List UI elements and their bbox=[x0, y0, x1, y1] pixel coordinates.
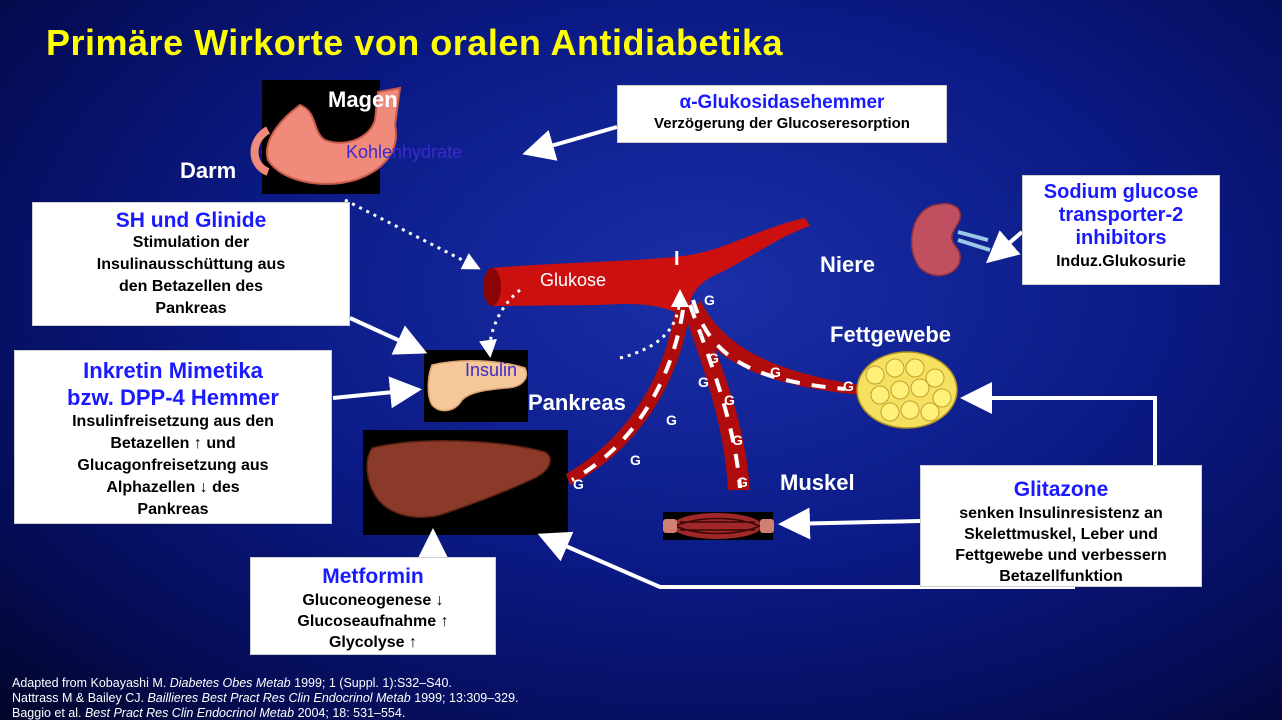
label-kohlenhydrate: Kohlenhydrate bbox=[346, 142, 462, 163]
label-g: G bbox=[708, 350, 719, 366]
label-glukose: Glukose bbox=[540, 270, 606, 291]
muscle-icon bbox=[663, 512, 774, 540]
reference-line-2: Nattrass M & Bailey CJ. Baillieres Best … bbox=[12, 691, 519, 705]
box-inkretin-line-3: Glucagonfreisetzung aus bbox=[15, 455, 331, 477]
arrow-glitazone-to-fat bbox=[968, 398, 1155, 465]
box-alpha-glucosidase: α-Glukosidasehemmer Verzögerung der Gluc… bbox=[617, 85, 947, 143]
label-g: G bbox=[573, 476, 584, 492]
box-sh-heading: SH und Glinide bbox=[33, 210, 349, 232]
box-inkretin: Inkretin Mimetika bzw. DPP-4 Hemmer Insu… bbox=[14, 350, 332, 524]
arrow-alpha-to-stomach bbox=[530, 127, 617, 152]
label-g: G bbox=[843, 378, 854, 394]
box-sglt2-heading-1: Sodium glucose bbox=[1023, 181, 1219, 204]
box-glitazone-heading: Glitazone bbox=[921, 476, 1201, 503]
box-glitazone-line-1: senken Insulinresistenz an bbox=[921, 503, 1201, 524]
box-inkretin-line-2: Betazellen ↑ und bbox=[15, 433, 331, 455]
arrow-sh-to-pancreas bbox=[350, 318, 420, 350]
label-i-marker: I bbox=[674, 248, 680, 271]
arrow-glitazone-to-muscle bbox=[786, 521, 920, 524]
box-sglt2-heading-3: inhibitors bbox=[1023, 227, 1219, 250]
label-g: G bbox=[724, 392, 735, 408]
reference-line-3: Baggio et al. Best Pract Res Clin Endocr… bbox=[12, 706, 405, 720]
box-sglt2-heading-2: transporter-2 bbox=[1023, 204, 1219, 227]
label-g: G bbox=[630, 452, 641, 468]
box-metformin-line-1: Gluconeogenese ↓ bbox=[251, 590, 495, 611]
arrow-sglt2-to-kidney bbox=[992, 232, 1022, 258]
box-inkretin-heading-1: Inkretin Mimetika bbox=[15, 357, 331, 384]
box-sglt2-text: Induz.Glukosurie bbox=[1023, 250, 1219, 273]
box-metformin: Metformin Gluconeogenese ↓ Glucoseaufnah… bbox=[250, 557, 496, 655]
box-glitazone: Glitazone senken Insulinresistenz an Ske… bbox=[920, 465, 1202, 587]
label-g: G bbox=[666, 412, 677, 428]
box-metformin-line-3: Glycolyse ↑ bbox=[251, 632, 495, 653]
box-sh-line-2: Insulinausschüttung aus bbox=[33, 254, 349, 276]
dotted-arrow-gut-to-vessel bbox=[345, 200, 478, 268]
label-darm: Darm bbox=[180, 158, 236, 184]
box-sh-line-3: den Betazellen des bbox=[33, 276, 349, 298]
box-glitazone-line-4: Betazellfunktion bbox=[921, 566, 1201, 587]
box-sglt2: Sodium glucose transporter-2 inhibitors … bbox=[1022, 175, 1220, 285]
label-fettgewebe: Fettgewebe bbox=[830, 322, 951, 348]
box-glitazone-line-2: Skelettmuskel, Leber und bbox=[921, 524, 1201, 545]
fat-tissue-icon bbox=[857, 352, 957, 428]
label-niere: Niere bbox=[820, 252, 875, 278]
label-g: G bbox=[704, 292, 715, 308]
blood-vessel-icon bbox=[483, 218, 860, 490]
label-g: G bbox=[770, 364, 781, 380]
box-inkretin-line-1: Insulinfreisetzung aus den bbox=[15, 411, 331, 433]
reference-line-1: Adapted from Kobayashi M. Diabetes Obes … bbox=[12, 676, 452, 690]
liver-icon bbox=[367, 441, 550, 518]
box-glitazone-line-3: Fettgewebe und verbessern bbox=[921, 545, 1201, 566]
box-sh-line-1: Stimulation der bbox=[33, 232, 349, 254]
box-alpha-heading: α-Glukosidasehemmer bbox=[618, 92, 946, 114]
label-muskel: Muskel bbox=[780, 470, 855, 496]
box-inkretin-line-4: Alphazellen ↓ des bbox=[15, 477, 331, 499]
label-insulin: Insulin bbox=[465, 360, 517, 381]
label-magen: Magen bbox=[328, 87, 398, 113]
arrow-inkretin-to-pancreas bbox=[333, 390, 414, 398]
box-inkretin-heading-2: bzw. DPP-4 Hemmer bbox=[15, 384, 331, 411]
label-g: G bbox=[698, 374, 709, 390]
label-g: G bbox=[737, 474, 748, 490]
box-inkretin-line-5: Pankreas bbox=[15, 499, 331, 521]
box-metformin-heading: Metformin bbox=[251, 564, 495, 590]
box-sh-line-4: Pankreas bbox=[33, 298, 349, 320]
kidney-icon bbox=[912, 204, 990, 276]
label-g: G bbox=[732, 432, 743, 448]
box-sh-glinide: SH und Glinide Stimulation der Insulinau… bbox=[32, 202, 350, 326]
box-alpha-text: Verzögerung der Glucoseresorption bbox=[618, 115, 946, 132]
box-metformin-line-2: Glucoseaufnahme ↑ bbox=[251, 611, 495, 632]
label-pankreas: Pankreas bbox=[528, 390, 626, 416]
